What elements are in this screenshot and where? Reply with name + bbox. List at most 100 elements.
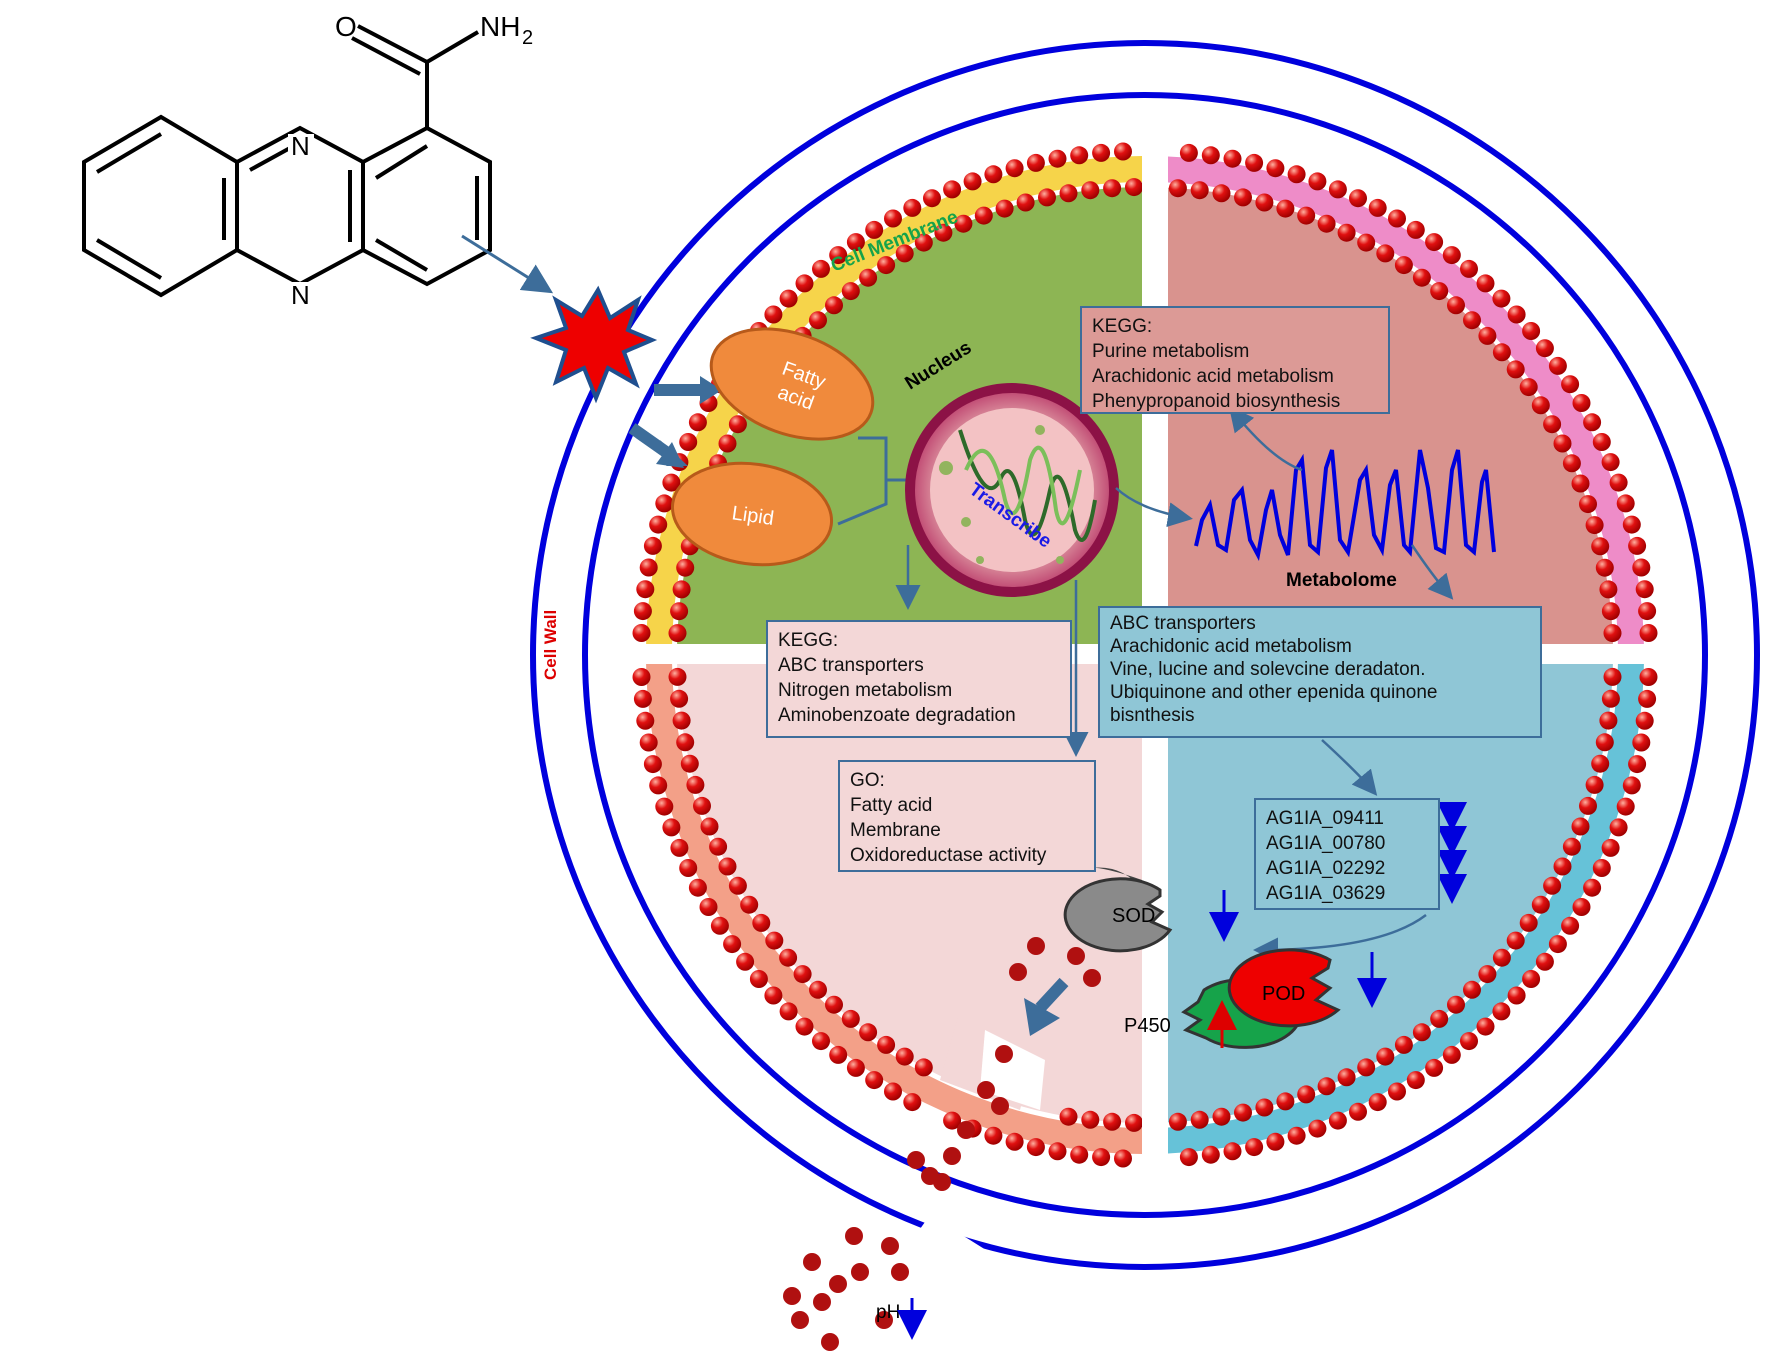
membrane-bead [1543, 876, 1562, 895]
membrane-bead [1599, 580, 1618, 599]
membrane-bead [1622, 776, 1641, 795]
membrane-bead [1103, 179, 1122, 198]
membrane-bead [1592, 859, 1611, 877]
membrane-bead [1460, 1032, 1478, 1051]
membrane-bead [649, 515, 668, 534]
membrane-bead [686, 775, 705, 794]
membrane-bead [1562, 837, 1581, 856]
membrane-bead [1430, 282, 1449, 301]
membrane-bead [649, 776, 668, 795]
kegg-transcriptome-line-4: Aminobenzoate degradation [778, 705, 1016, 726]
membrane-bead [1616, 494, 1635, 513]
p450-label: P450 [1124, 1015, 1171, 1037]
membrane-bead [728, 415, 747, 434]
phenazine-carboxamide-structure [82, 24, 492, 298]
membrane-bead [655, 494, 674, 513]
membrane-bead [1442, 246, 1461, 265]
membrane-bead [1357, 233, 1376, 252]
membrane-bead [1506, 931, 1525, 950]
lipid-oval: Lipid [670, 461, 834, 567]
membrane-bead [1388, 209, 1406, 228]
membrane-bead [1632, 733, 1651, 752]
dna-helix-icon [958, 429, 1097, 542]
membrane-bead [934, 223, 953, 242]
membrane-bead [1492, 948, 1511, 967]
membrane-bead [1603, 624, 1622, 643]
membrane-bead [633, 689, 652, 708]
kegg-transcriptome-line-2: ABC transporters [778, 655, 924, 676]
membrane-bead [1201, 146, 1220, 165]
membrane-bead [1349, 189, 1367, 208]
membrane-bead [914, 1058, 933, 1077]
membrane-bead [984, 1126, 1003, 1145]
membrane-bead [1212, 184, 1231, 203]
membrane-bead [1628, 755, 1647, 774]
membrane-bead [676, 733, 695, 752]
kegg-transcriptome-line-1: KEGG: [778, 630, 839, 651]
pathways-to-genes-arrow [1321, 739, 1378, 796]
membrane-bead [884, 209, 902, 228]
membrane-bead [1506, 360, 1525, 379]
membrane-bead [643, 755, 662, 774]
burst-to-lipid-arrow [628, 423, 688, 468]
membrane-bead [1571, 474, 1590, 493]
membrane-bead [668, 624, 687, 643]
membrane-bead [903, 1093, 922, 1112]
membrane-bead [1317, 214, 1336, 233]
membrane-bead [1628, 536, 1647, 555]
go-line-1: GO: [850, 770, 885, 791]
membrane-bead [895, 244, 914, 263]
membrane-bead [1276, 199, 1295, 218]
kegg-transcriptome-line-3: Nitrogen metabolism [778, 680, 953, 701]
pod-label: POD [1262, 983, 1305, 1005]
ph-label: pH [876, 1302, 900, 1323]
membrane-bead [1026, 1138, 1045, 1157]
membrane-bead [1579, 796, 1597, 815]
metabolome-to-kegg-arrow [1228, 406, 1303, 472]
membrane-bead [670, 838, 689, 857]
membrane-bead [1368, 198, 1387, 217]
membrane-bead [1430, 1009, 1449, 1028]
membrane-bead [1125, 178, 1143, 197]
membrane-bead [841, 1009, 860, 1028]
membrane-bead [718, 857, 737, 876]
membrane-bead [1609, 473, 1628, 492]
pod-enzyme: POD [1227, 948, 1341, 1028]
membrane-bead [1357, 1058, 1376, 1077]
membrane-bead [1245, 153, 1264, 172]
membrane-bead [809, 980, 827, 999]
membrane-bead [1638, 602, 1657, 621]
membrane-bead [779, 948, 798, 967]
membrane-bead [1579, 495, 1597, 514]
amine-subscript-label: 2 [522, 27, 533, 49]
joint-pathways-line-4: Ubiquinone and other epenida quinone [1110, 682, 1438, 703]
membrane-bead [723, 935, 742, 954]
membrane-bead [636, 580, 655, 599]
membrane-bead [812, 259, 830, 278]
membrane-bead [812, 1032, 830, 1051]
membrane-bead [1234, 188, 1252, 207]
membrane-bead [1601, 453, 1620, 472]
membrane-bead [1463, 311, 1481, 330]
membrane-bead [680, 754, 699, 773]
kegg-metabolome-line-2: Purine metabolism [1092, 341, 1250, 362]
membrane-bead [1635, 711, 1654, 730]
membrane-bead [1476, 274, 1495, 293]
membrane-bead [995, 199, 1014, 218]
burst-to-fatty-acid-arrow [654, 376, 722, 404]
membrane-bead [1592, 433, 1611, 451]
membrane-bead [877, 256, 896, 275]
kegg-metabolome-line-1: KEGG: [1092, 316, 1153, 337]
carbonyl-oxygen-label: O [335, 11, 357, 42]
membrane-bead [1266, 1132, 1285, 1151]
membrane-bead [1081, 1110, 1100, 1129]
membrane-bead [1337, 1068, 1356, 1087]
joint-pathways-line-1: ABC transporters [1110, 613, 1256, 634]
membrane-bead [633, 602, 652, 621]
membrane-bead [1585, 775, 1604, 794]
membrane-bead [846, 233, 865, 252]
membrane-bead [1103, 1112, 1122, 1131]
membrane-bead [764, 986, 783, 1005]
membrane-bead [1601, 602, 1620, 621]
